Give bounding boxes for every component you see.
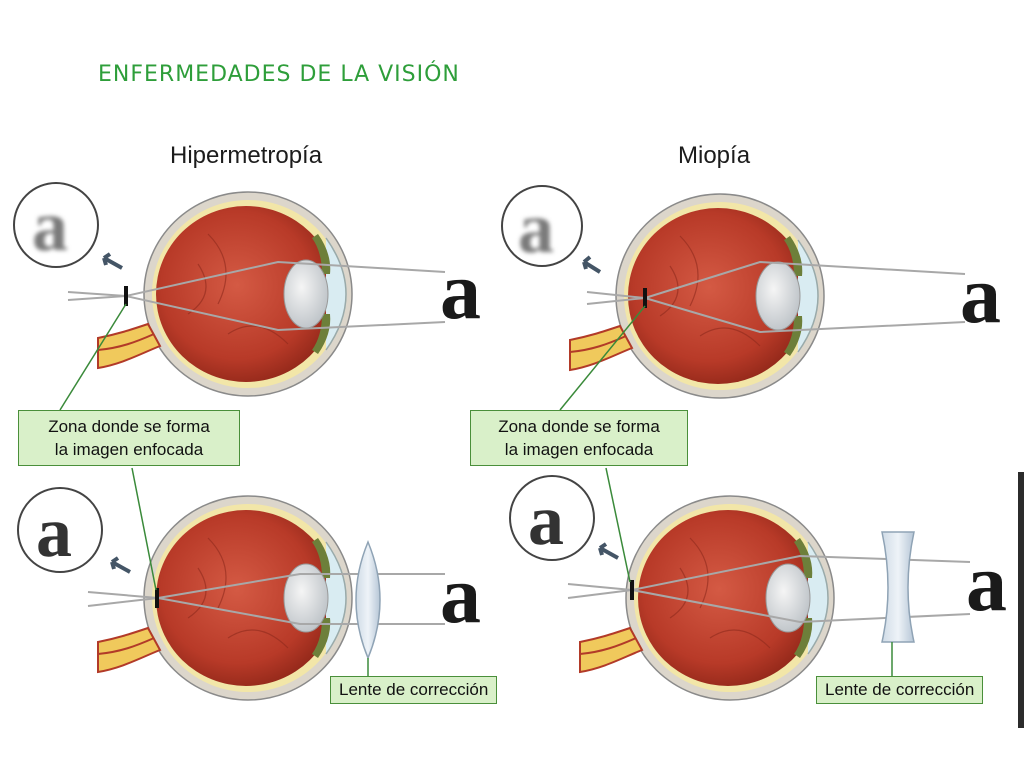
page-title: ENFERMEDADES DE LA VISIÓN xyxy=(98,62,460,87)
corrected-letter: a xyxy=(36,492,72,572)
corrected-letter: a xyxy=(528,480,564,560)
callout-line-1: Zona donde se forma xyxy=(48,417,210,436)
callout-line-2: la imagen enfocada xyxy=(54,440,204,459)
heading-hipermetropia: Hipermetropía xyxy=(170,142,323,169)
callout-line-2: la imagen enfocada xyxy=(504,440,654,459)
callout-focus-zone-hyperopia: Zona donde se forma la imagen enfocada xyxy=(18,410,240,466)
arrow-icon xyxy=(598,542,619,560)
convex-lens xyxy=(355,540,381,660)
object-letter: a xyxy=(440,245,481,336)
eye-myopia-corrected: a a xyxy=(509,467,1007,701)
callout-line-1: Zona donde se forma xyxy=(498,417,660,436)
blurred-letter: a xyxy=(518,188,554,268)
label-lens-hyperopia: Lente de corrección xyxy=(330,676,498,704)
eye-myopia-uncorrected: a a xyxy=(501,185,1001,411)
callout-focus-zone-myopia: Zona donde se forma la imagen enfocada xyxy=(470,410,688,466)
heading-miopia: Miopía xyxy=(678,142,751,169)
arrow-icon xyxy=(582,255,602,274)
arrow-icon xyxy=(110,556,131,574)
object-letter: a xyxy=(966,537,1007,628)
eye-hyperopia-uncorrected: a a xyxy=(13,182,481,411)
concave-lens xyxy=(881,531,915,643)
blurred-letter: a xyxy=(32,186,68,266)
label-lens-myopia: Lente de corrección xyxy=(816,676,984,704)
object-letter: a xyxy=(960,249,1001,340)
object-letter: a xyxy=(440,549,481,640)
eye-hyperopia-corrected: a a xyxy=(17,467,481,701)
arrow-icon xyxy=(102,252,123,270)
